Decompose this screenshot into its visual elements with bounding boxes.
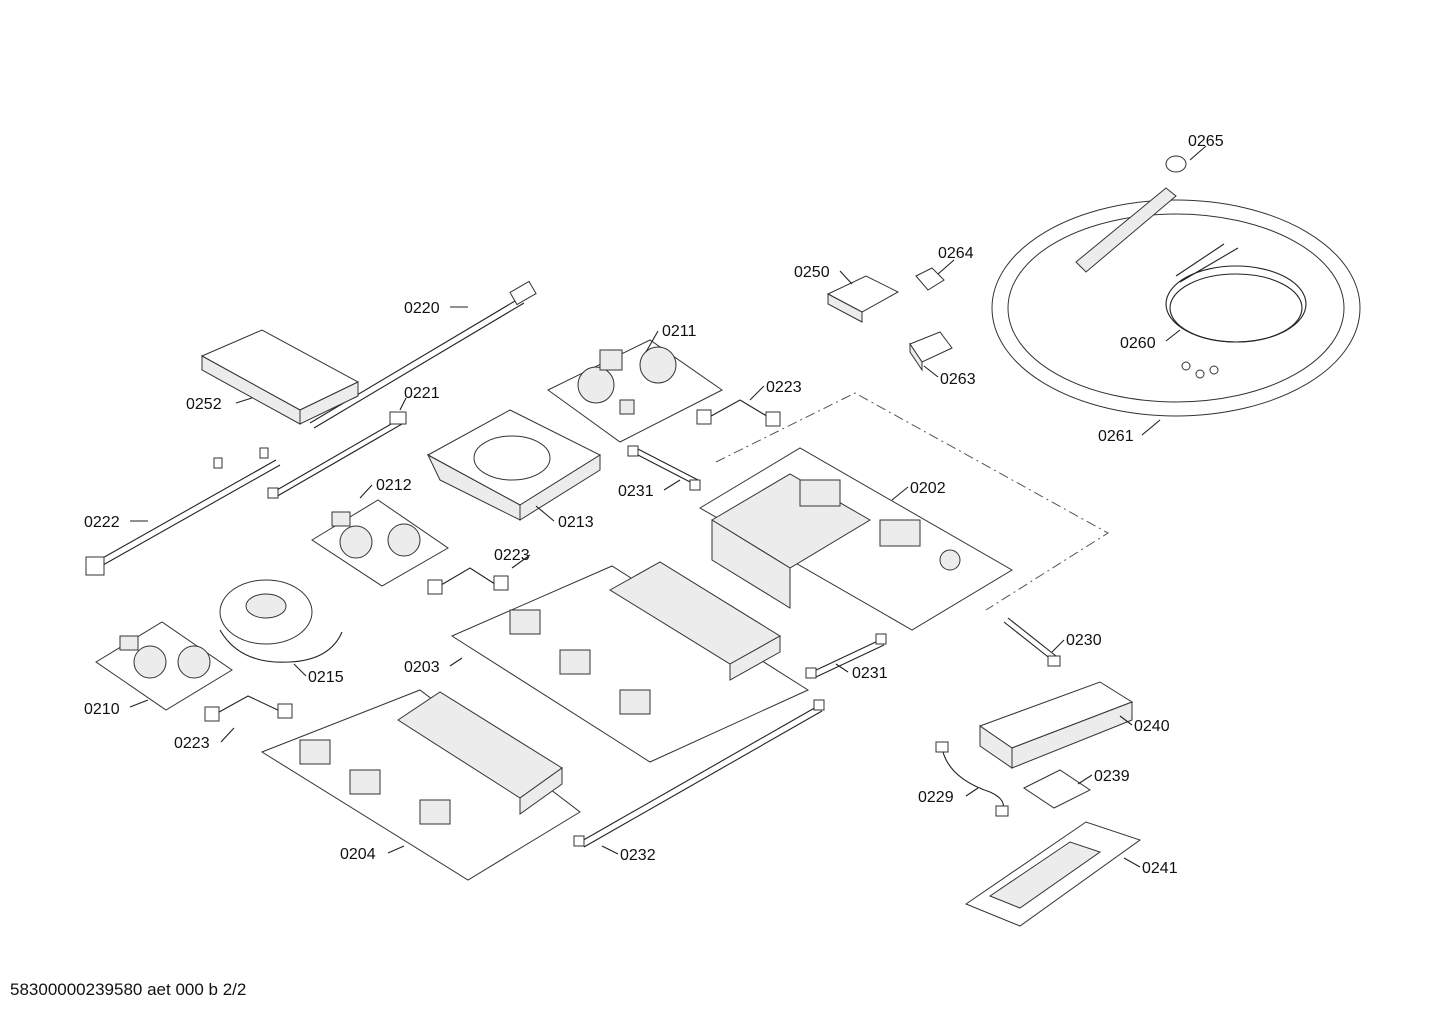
part-0250-bracket[interactable] [826, 275, 900, 323]
label-0252: 0252 [186, 396, 222, 413]
label-0240: 0240 [1134, 718, 1170, 735]
part-0213-fan-housing[interactable] [426, 409, 602, 521]
part-0222-cable[interactable] [85, 447, 281, 576]
label-0211: 0211 [662, 323, 697, 340]
label-0261: 0261 [1098, 428, 1134, 445]
label-0213: 0213 [558, 514, 594, 531]
part-0215-fan[interactable] [219, 579, 343, 663]
part-0211-filter-board[interactable] [547, 339, 723, 443]
part-0221-cable[interactable] [267, 411, 407, 499]
part-0212-filter-board[interactable] [311, 499, 449, 587]
label-0232: 0232 [620, 847, 656, 864]
part-0260-wires[interactable] [1165, 243, 1307, 379]
label-0239: 0239 [1094, 768, 1130, 785]
part-0230-cable[interactable] [1003, 617, 1061, 667]
label-0230: 0230 [1066, 632, 1102, 649]
label-0204: 0204 [340, 846, 376, 863]
part-0223-harness-a[interactable] [696, 399, 781, 427]
document-footer-code: 58300000239580 aet 000 b 2/2 [10, 980, 247, 999]
label-0210: 0210 [84, 701, 120, 718]
label-0264: 0264 [938, 245, 974, 262]
part-0223-harness-c[interactable] [204, 695, 293, 722]
part-0263-clamp[interactable] [909, 331, 953, 372]
part-0204-power-board[interactable] [260, 689, 581, 881]
leader-lines [129, 145, 1207, 868]
label-0212: 0212 [376, 477, 412, 494]
label-0220: 0220 [404, 300, 440, 317]
label-0202: 0202 [910, 480, 946, 497]
part-0241-frame-tray[interactable] [964, 821, 1142, 927]
label-0222: 0222 [84, 514, 120, 531]
part-0229-cable[interactable] [935, 741, 1009, 817]
part-0202-power-board[interactable] [699, 447, 1013, 631]
part-0210-filter-board[interactable] [95, 621, 233, 711]
label-0263: 0263 [940, 371, 976, 388]
label-0265: 0265 [1188, 133, 1224, 150]
label-0260: 0260 [1120, 335, 1156, 352]
part-0265-grommet[interactable] [1165, 155, 1187, 173]
part-0240-control-module[interactable] [978, 681, 1134, 769]
label-0231-b: 0231 [852, 665, 888, 682]
label-0223-b: 0223 [494, 547, 530, 564]
part-labels: 0220 0211 0221 0252 0223 0222 0212 0213 … [84, 133, 1224, 877]
label-0229: 0229 [918, 789, 954, 806]
part-0264-clip[interactable] [915, 267, 945, 291]
part-0252-cover-plate[interactable] [200, 329, 360, 425]
label-0203: 0203 [404, 659, 440, 676]
label-0221: 0221 [404, 385, 440, 402]
part-0239-small-board[interactable] [1023, 769, 1091, 809]
label-0215: 0215 [308, 669, 344, 686]
label-0231-a: 0231 [618, 483, 654, 500]
part-0261-hose[interactable] [991, 187, 1361, 417]
label-0223-c: 0223 [174, 735, 210, 752]
label-0223-a: 0223 [766, 379, 802, 396]
part-0203-power-board[interactable] [450, 561, 810, 763]
label-0250: 0250 [794, 264, 830, 281]
part-0231-cable-a[interactable] [627, 445, 701, 491]
part-0232-flat-cable[interactable] [573, 699, 825, 848]
label-0241: 0241 [1142, 860, 1178, 877]
part-0223-harness-b[interactable] [427, 567, 509, 595]
part-0231-cable-b[interactable] [805, 633, 887, 679]
